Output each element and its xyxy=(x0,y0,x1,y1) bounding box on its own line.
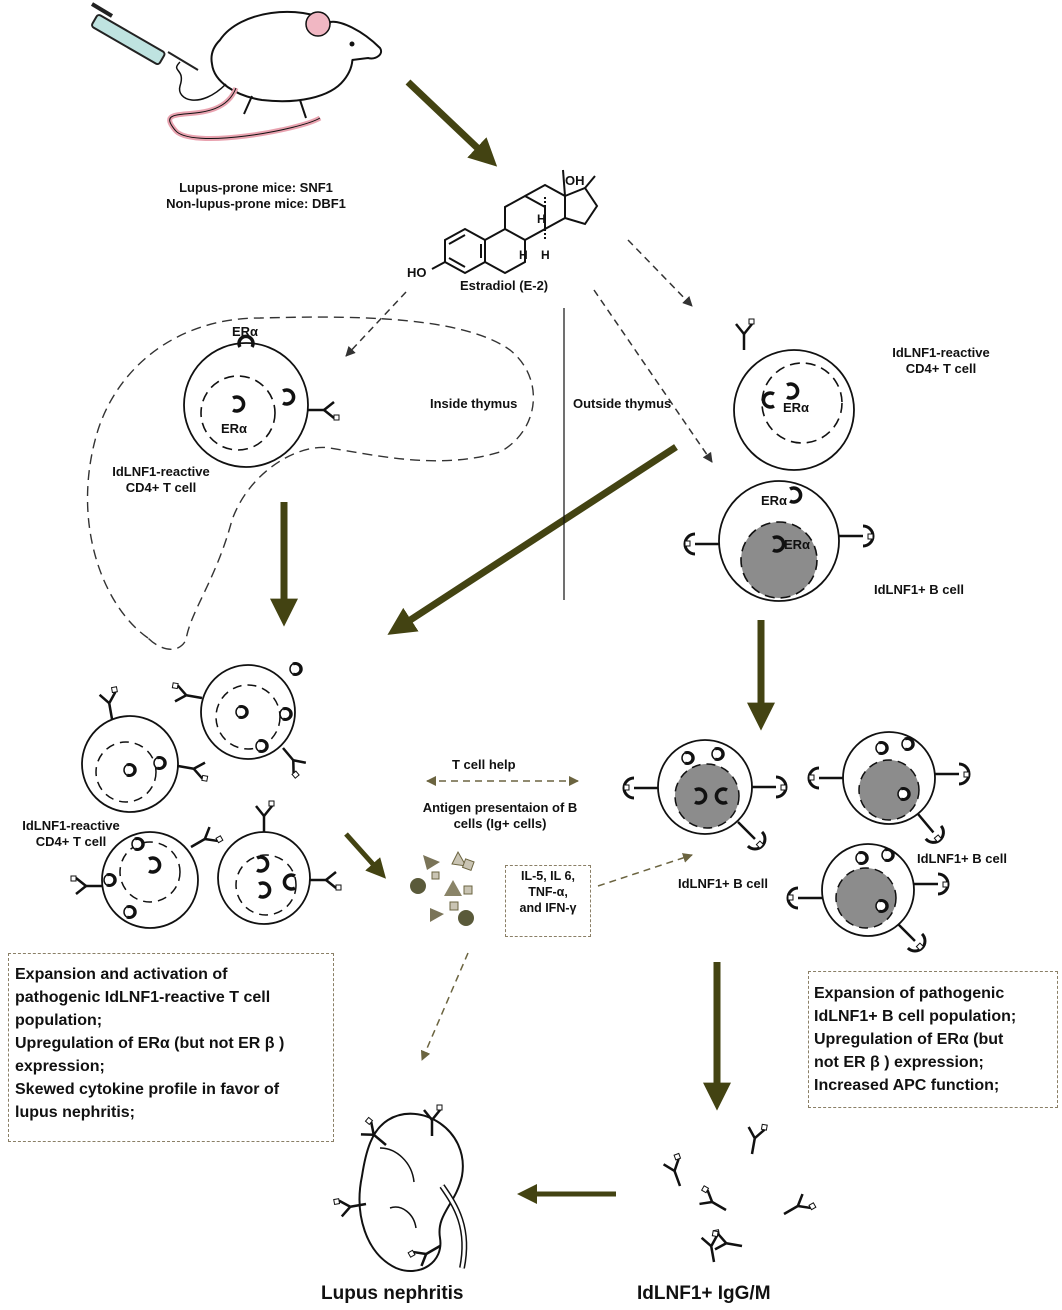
estradiol-structure xyxy=(431,169,599,275)
outside-thymus-label: Outside thymus xyxy=(573,396,672,411)
antibody-cluster xyxy=(660,1120,818,1265)
molecule-h-2: H xyxy=(537,212,546,226)
er-alpha-label-b-surface: ERα xyxy=(761,493,788,508)
antibody-label: IdLNF1+ IgG/M xyxy=(637,1283,771,1304)
thymus-outline xyxy=(86,316,534,650)
b-cell xyxy=(786,843,950,957)
b-cell xyxy=(807,731,971,848)
er-alpha-label-outside-t: ERα xyxy=(783,400,810,415)
b-cells-expanded-label-b: IdLNF1+ B cell xyxy=(917,851,1007,866)
t-cell xyxy=(69,823,225,929)
cytokine-particles xyxy=(410,850,475,926)
molecule-h-3: H xyxy=(541,248,550,262)
lupus-nephritis-label: Lupus nephritis xyxy=(321,1283,464,1304)
er-alpha-label-surface: ERα xyxy=(232,324,259,339)
t-cell-help-label: T cell help xyxy=(452,757,516,772)
big-arrows xyxy=(270,79,775,1204)
b-cell-outside-thymus xyxy=(683,480,875,602)
er-alpha-label-b-nucleus: ERα xyxy=(784,537,811,552)
t-cell-summary-box: Expansion and activation of pathogenic I… xyxy=(8,953,334,1142)
t-cell-cluster xyxy=(69,661,343,929)
inside-thymus-label: Inside thymus xyxy=(430,396,518,411)
b-cell xyxy=(622,739,788,855)
t-cell xyxy=(168,661,311,780)
molecule-h-1: H xyxy=(519,248,528,262)
syringe-icon xyxy=(90,2,199,71)
er-alpha-label-nucleus: ERα xyxy=(221,421,248,436)
molecule-oh-left: HO xyxy=(407,265,427,280)
b-cell-outside-label: IdLNF1+ B cell xyxy=(874,582,964,597)
b-cells-expanded-label-a: IdLNF1+ B cell xyxy=(678,876,768,891)
kidney-icon xyxy=(332,1103,468,1273)
mouse-icon xyxy=(167,11,382,141)
t-cell-inside-thymus xyxy=(183,334,341,468)
estradiol-label: Estradiol (E-2) xyxy=(460,278,549,293)
t-cell xyxy=(217,799,343,925)
cytokine-box: IL-5, IL 6, TNF-α, and IFN-γ xyxy=(505,865,591,937)
molecule-oh-top: OH xyxy=(565,173,585,188)
b-cell-cluster xyxy=(622,731,971,957)
t-cell-outside-thymus xyxy=(733,317,855,471)
mouse-strain-label: Lupus-prone mice: SNF1 Non-lupus-prone m… xyxy=(166,180,346,212)
dashed-arrows xyxy=(345,239,713,1061)
t-cell xyxy=(81,685,212,813)
b-cell-summary-box: Expansion of pathogenic IdLNF1+ B cell p… xyxy=(808,971,1058,1108)
